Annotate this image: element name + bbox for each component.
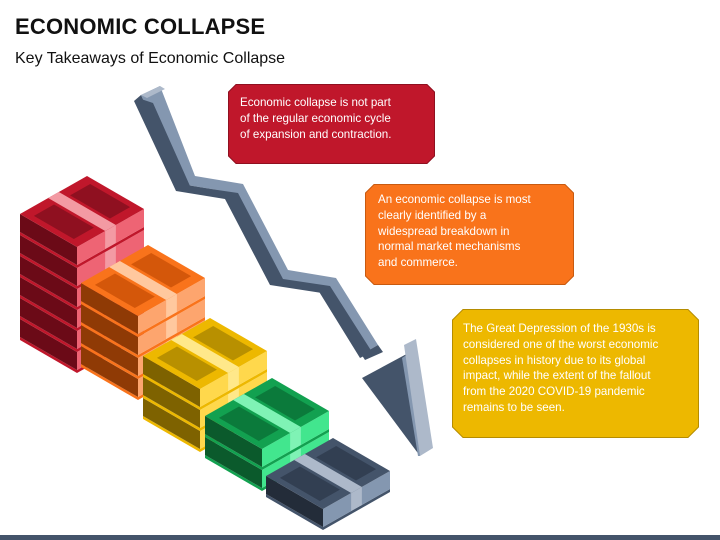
bundle-left-face	[20, 277, 77, 328]
callout-2-text: An economic collapse is most clearly ide…	[378, 193, 531, 270]
callout-box-1: Economic collapse is not part of the reg…	[228, 84, 435, 164]
bundle-left-face	[205, 437, 262, 488]
bill-print	[316, 445, 377, 481]
bundle-left-face	[20, 235, 77, 286]
bundle-left-face	[20, 319, 77, 370]
bundle-left-face	[143, 398, 200, 449]
bill-print	[193, 325, 254, 361]
money-stack-slate	[266, 438, 390, 530]
money-band	[105, 245, 116, 271]
bundle-left-face	[205, 416, 262, 467]
bill-print	[33, 204, 94, 240]
bill-print	[255, 385, 316, 421]
money-band	[166, 293, 177, 319]
bill-print	[131, 252, 192, 288]
money-band	[166, 314, 177, 340]
money-band-top	[294, 453, 362, 494]
callout-1-fill	[228, 84, 435, 164]
bundle-left-face	[81, 346, 138, 397]
octagon-shape	[452, 309, 699, 438]
bundle-left-face	[81, 325, 138, 376]
money-band	[290, 426, 301, 452]
money-band	[105, 224, 116, 250]
bundle-left-face	[81, 283, 138, 334]
bundle-left-face	[20, 298, 77, 349]
callout-box-2: An economic collapse is most clearly ide…	[365, 184, 574, 285]
slide-title: ECONOMIC COLLAPSE	[15, 14, 266, 39]
bill-print	[94, 273, 155, 309]
footer-bar	[0, 535, 720, 540]
bundle-left-face	[20, 214, 77, 265]
bill-print	[218, 406, 279, 442]
bill-print	[279, 466, 340, 502]
callout-3-text: The Great Depression of the 1930s is con…	[463, 322, 659, 414]
octagon-shape	[365, 184, 574, 285]
bill-print	[156, 346, 217, 382]
callout-box-3: The Great Depression of the 1930s is con…	[452, 309, 699, 438]
money-band-top	[109, 260, 177, 301]
callout-1-text: Economic collapse is not part of the reg…	[240, 96, 392, 141]
bundle-left-face	[143, 377, 200, 428]
bundle-left-face	[20, 256, 77, 307]
money-band	[351, 486, 362, 512]
bundle-left-face	[266, 476, 323, 527]
down-trend-arrow-icon	[134, 86, 433, 456]
bill-print	[70, 183, 131, 219]
money-band-top	[171, 333, 239, 374]
money-band	[228, 366, 239, 392]
slide-subtitle: Key Takeaways of Economic Collapse	[15, 50, 286, 67]
bundle-left-face	[81, 304, 138, 355]
octagon-shape	[228, 84, 435, 164]
bundle-left-face	[143, 356, 200, 407]
money-band-top	[233, 393, 301, 434]
money-band-top	[48, 191, 116, 232]
